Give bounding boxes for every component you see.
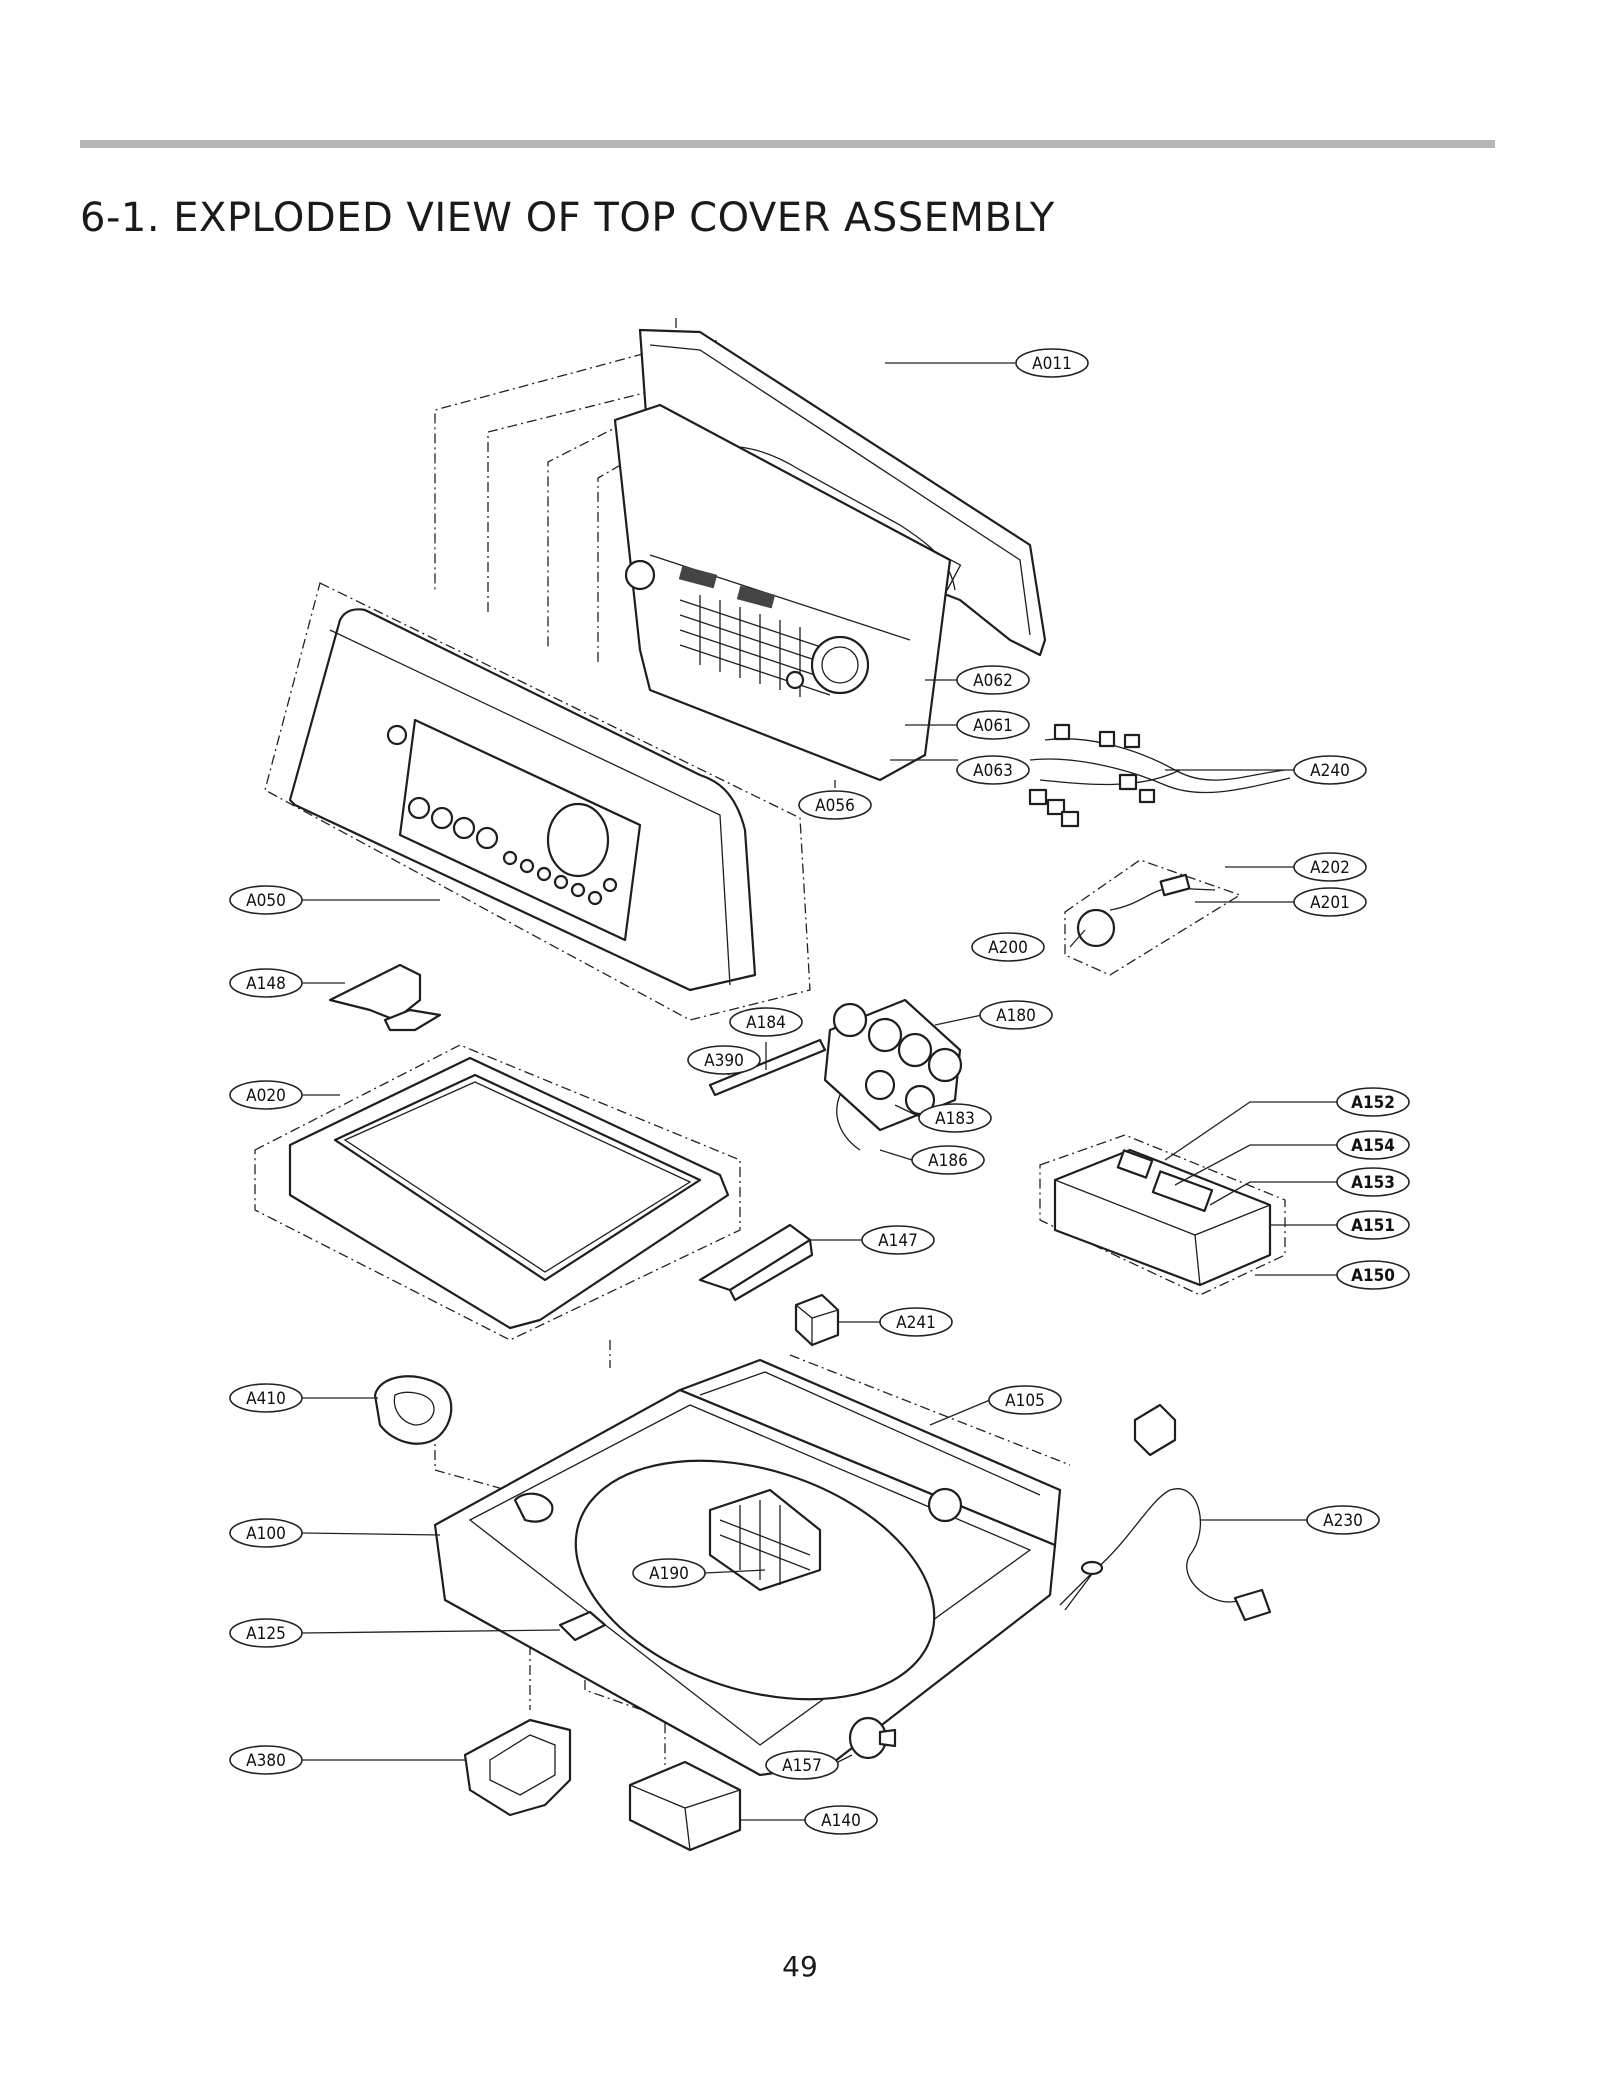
top-cover-part: [433, 1358, 1062, 1777]
part-label-a056: A056: [798, 790, 872, 820]
part-label-a390: A390: [687, 1045, 761, 1075]
part-label-a011: A011: [1015, 348, 1089, 378]
part-label-a125: A125: [229, 1618, 303, 1648]
svg-text:A186: A186: [928, 1151, 968, 1171]
power-cord-part: [1059, 1403, 1272, 1622]
part-label-a157: A157: [765, 1750, 839, 1780]
part-label-a020: A020: [229, 1080, 303, 1110]
svg-text:A062: A062: [973, 671, 1013, 691]
part-label-a410: A410: [229, 1383, 303, 1413]
svg-text:A202: A202: [1310, 858, 1350, 878]
part-label-a105: A105: [988, 1385, 1062, 1415]
svg-text:A151: A151: [1351, 1216, 1395, 1236]
svg-text:A380: A380: [246, 1751, 286, 1771]
part-label-a202: A202: [1293, 852, 1367, 882]
part-label-a062: A062: [956, 665, 1030, 695]
part-label-a154: A154: [1336, 1130, 1410, 1160]
part-label-a151: A151: [1336, 1210, 1410, 1240]
leader-lines: [300, 362, 1338, 1821]
bracket-a241-part: [794, 1293, 840, 1347]
detergent-drawer-part: [1039, 1134, 1286, 1296]
part-label-a063: A063: [956, 755, 1030, 785]
part-label-a200: A200: [971, 932, 1045, 962]
switch-a140-part: [628, 1760, 742, 1852]
svg-text:A147: A147: [878, 1231, 918, 1251]
svg-text:A157: A157: [782, 1756, 822, 1776]
svg-text:A180: A180: [996, 1006, 1036, 1026]
svg-text:A154: A154: [1351, 1136, 1395, 1156]
header-rule: [80, 140, 1495, 148]
part-label-a050: A050: [229, 885, 303, 915]
svg-text:A148: A148: [246, 974, 286, 994]
svg-text:A061: A061: [973, 716, 1013, 736]
part-label-a201: A201: [1293, 887, 1367, 917]
svg-text:A190: A190: [649, 1564, 689, 1584]
part-label-a148: A148: [229, 968, 303, 998]
part-label-a241: A241: [879, 1307, 953, 1337]
svg-text:A150: A150: [1351, 1266, 1395, 1286]
bracket-a148-part: [328, 963, 442, 1032]
wire-harness-part: [1028, 723, 1291, 828]
part-labels: A011 A062 A061 A063 A056 A240 A202 A201 …: [229, 348, 1410, 1835]
svg-text:A056: A056: [815, 796, 855, 816]
part-label-a183: A183: [918, 1103, 992, 1133]
svg-text:A153: A153: [1351, 1173, 1395, 1193]
page-number: 49: [782, 1950, 818, 1983]
part-label-a180: A180: [979, 1000, 1053, 1030]
svg-text:A100: A100: [246, 1524, 286, 1544]
svg-text:A183: A183: [935, 1109, 975, 1129]
part-label-a184: A184: [729, 1007, 803, 1037]
page-title: 6-1. EXPLODED VIEW OF TOP COVER ASSEMBLY: [80, 194, 1055, 241]
part-label-a147: A147: [861, 1225, 935, 1255]
bracket-a147-part: [698, 1223, 814, 1302]
part-label-a380: A380: [229, 1745, 303, 1775]
svg-text:A105: A105: [1005, 1391, 1045, 1411]
part-label-a140: A140: [804, 1805, 878, 1835]
part-label-a190: A190: [632, 1558, 706, 1588]
svg-text:A125: A125: [246, 1624, 286, 1644]
knob-a157-part: [848, 1716, 897, 1760]
svg-text:A410: A410: [246, 1389, 286, 1409]
svg-text:A240: A240: [1310, 761, 1350, 781]
lid-part: [254, 1044, 741, 1341]
part-label-a100: A100: [229, 1518, 303, 1548]
svg-text:A230: A230: [1323, 1511, 1363, 1531]
svg-text:A184: A184: [746, 1013, 786, 1033]
part-label-a186: A186: [911, 1145, 985, 1175]
svg-text:A201: A201: [1310, 893, 1350, 913]
part-label-a240: A240: [1293, 755, 1367, 785]
svg-text:A200: A200: [988, 938, 1028, 958]
water-valve-part: [708, 998, 963, 1151]
part-label-a061: A061: [956, 710, 1030, 740]
svg-text:A050: A050: [246, 891, 286, 911]
svg-text:A020: A020: [246, 1086, 286, 1106]
svg-text:A390: A390: [704, 1051, 744, 1071]
svg-text:A152: A152: [1351, 1093, 1395, 1113]
control-panel-part: [264, 582, 811, 1021]
bleach-cap-part: [373, 1375, 453, 1445]
svg-text:A140: A140: [821, 1811, 861, 1831]
part-label-a152: A152: [1336, 1087, 1410, 1117]
svg-text:A011: A011: [1032, 354, 1072, 374]
part-label-a153: A153: [1336, 1167, 1410, 1197]
pressure-sensor-part: [1064, 859, 1242, 976]
base-a380-part: [463, 1718, 572, 1817]
part-label-a230: A230: [1306, 1505, 1380, 1535]
part-label-a150: A150: [1336, 1260, 1410, 1290]
svg-text:A063: A063: [973, 761, 1013, 781]
control-pcb-part: [613, 403, 952, 782]
svg-text:A241: A241: [896, 1313, 936, 1333]
